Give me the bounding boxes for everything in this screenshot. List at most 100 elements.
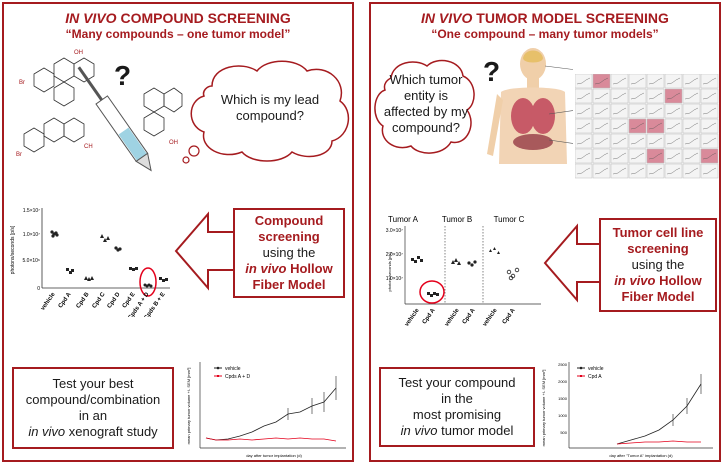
grid-cell-trend [630, 167, 645, 175]
grid-cell-trend [630, 77, 645, 85]
grid-cell [610, 163, 629, 179]
ytick: 3.0×10⁷ [386, 228, 403, 234]
grid-cell-trend [594, 137, 609, 145]
legend-entry: vehicle [588, 366, 604, 372]
right-title: IN VIVO TUMOR MODEL SCREENING [421, 10, 669, 26]
chart-ylabel: photons/seconds [p/s] [387, 253, 392, 292]
grid-cell [592, 103, 611, 119]
grid-cell-trend [576, 167, 591, 175]
grid-cell [628, 133, 647, 149]
grid-cell-trend [684, 152, 699, 160]
grid-cell [628, 163, 647, 179]
grid-cell-trend [576, 152, 591, 160]
grid-cell-trend [684, 77, 699, 85]
tumor-growth-chart: mean primary tumor volume +/- SEM [mm³] … [186, 362, 346, 458]
human-anatomy-illustration [487, 48, 573, 164]
grid-cell [575, 118, 593, 134]
grid-cell-trend [648, 122, 663, 130]
ytick: 2500 [558, 362, 568, 367]
grid-cell-trend [630, 137, 645, 145]
promising-tumor-model-box: Test your compound in the most promising… [379, 367, 535, 447]
grid-cell-trend [612, 77, 627, 85]
grid-cell-trend [594, 107, 609, 115]
grid-cell-trend [684, 137, 699, 145]
grid-cell [664, 118, 683, 134]
grid-cell [575, 163, 593, 179]
svg-text:OH: OH [169, 140, 178, 146]
grid-cell-trend [648, 152, 663, 160]
grid-cell [682, 118, 701, 134]
tumor-model-grid [575, 74, 719, 179]
grid-cell [700, 148, 719, 164]
grid-cell [575, 74, 593, 89]
grid-cell [646, 74, 665, 89]
svg-text:OH: OH [74, 50, 83, 56]
grid-cell [592, 163, 611, 179]
grid-cell [700, 88, 719, 104]
grid-cell-trend [684, 122, 699, 130]
group-label: Tumor B [442, 215, 472, 224]
ytick: 1500 [558, 396, 568, 401]
grid-cell-trend [684, 167, 699, 175]
grid-cell [682, 103, 701, 119]
grid-cell [700, 118, 719, 134]
legend-entry: Cpd A [588, 374, 602, 380]
grid-cell [664, 74, 683, 89]
grid-cell [700, 133, 719, 149]
grid-cell [700, 74, 719, 89]
grid-cell-trend [612, 152, 627, 160]
grid-cell-trend [648, 77, 663, 85]
cloud-question: Which is my lead compound? [220, 92, 320, 123]
chart-xlabel: day after tumor implantation (d) [246, 453, 302, 458]
grid-cell-trend [666, 122, 681, 130]
grid-cell [628, 148, 647, 164]
chart-xlabel: day after "Tumor A" implantation (d) [609, 453, 673, 458]
grid-cell [682, 163, 701, 179]
highlight-circle [139, 267, 157, 297]
grid-cell-trend [630, 152, 645, 160]
category-label: Cpd B [76, 291, 91, 309]
category-label: Cpd A [58, 291, 73, 309]
grid-cell [664, 103, 683, 119]
grid-cell [610, 148, 629, 164]
left-title: IN VIVO COMPOUND SCREENING [65, 10, 291, 26]
tumor-scatter-chart: Tumor A Tumor B Tumor C photons/seconds … [386, 215, 541, 328]
grid-cell-trend [702, 167, 717, 175]
tumor-growth-chart: mean primary tumor volume +/- SEM [mm³] … [541, 362, 713, 458]
grid-cell-trend [684, 107, 699, 115]
grid-cell [575, 148, 593, 164]
grid-cell-trend [576, 107, 591, 115]
grid-cell [646, 88, 665, 104]
grid-cell-trend [702, 122, 717, 130]
grid-cell-trend [612, 122, 627, 130]
grid-cell-trend [594, 92, 609, 100]
grid-cell-trend [702, 77, 717, 85]
category-label: vehicle [404, 307, 421, 328]
group-label: Tumor C [494, 215, 525, 224]
compound-screening-panel: IN VIVO COMPOUND SCREENING “Many compoun… [2, 2, 354, 462]
category-label: vehicle [444, 307, 461, 328]
svg-text:Br: Br [16, 152, 22, 158]
grid-cell [628, 88, 647, 104]
grid-cell-trend [648, 92, 663, 100]
grid-cell-trend [576, 122, 591, 130]
grid-cell [664, 163, 683, 179]
chart-ylabel: mean primary tumor volume +/- SEM [mm³] [186, 368, 191, 445]
compound-scatter-chart: photons/seconds [p/s] 1.5×10⁷ 1.0×10⁷ 5.… [10, 208, 170, 317]
grid-cell [664, 148, 683, 164]
grid-cell-trend [630, 107, 645, 115]
legend-entry: Cpds A + D [225, 374, 251, 380]
thought-cloud [374, 59, 475, 154]
grid-cell-trend [612, 167, 627, 175]
category-label: Cpd D [107, 291, 122, 309]
grid-cell [646, 148, 665, 164]
grid-cell-trend [666, 167, 681, 175]
grid-cell-trend [666, 137, 681, 145]
grid-cell [682, 148, 701, 164]
ytick: 0 [37, 286, 40, 292]
ytick: 1.0×10⁷ [386, 276, 403, 282]
xenograft-study-box: Test your best compound/combination in a… [12, 367, 174, 449]
right-subtitle: “One compound – many tumor models” [431, 27, 659, 41]
grid-cell [646, 118, 665, 134]
grid-cell [628, 103, 647, 119]
